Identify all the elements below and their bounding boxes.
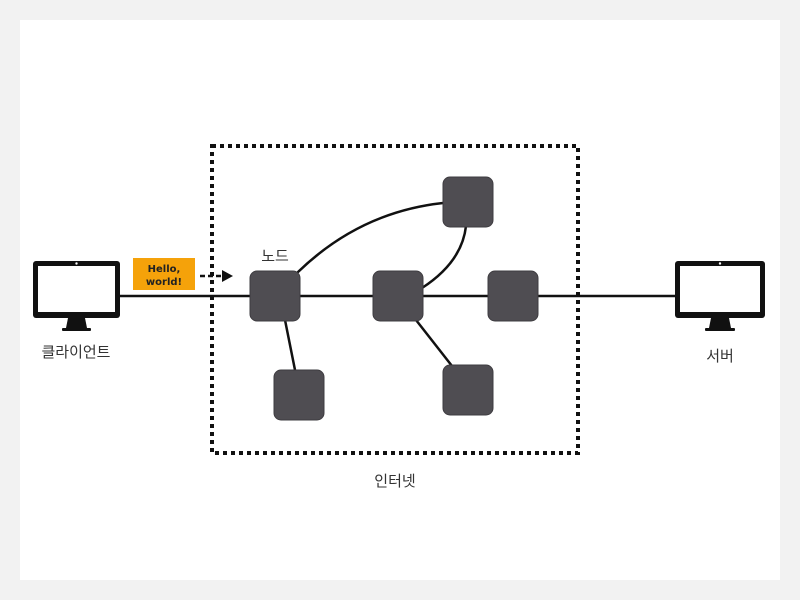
message-box — [133, 258, 195, 290]
message-line-1: Hello, — [148, 264, 181, 275]
server-label: 서버 — [706, 347, 734, 365]
arrow-right-icon — [200, 270, 233, 282]
link-top-node-node2 — [420, 224, 468, 290]
node-3 — [487, 270, 539, 322]
connection-lines — [118, 201, 677, 372]
node-bottom-right — [442, 364, 494, 416]
monitor-icon — [675, 261, 765, 331]
client-label: 클라이언트 — [41, 343, 110, 361]
internet-label: 인터넷 — [374, 472, 415, 490]
link-node1-bottom-left-node — [283, 318, 297, 372]
node-1 — [249, 270, 301, 322]
link-node2-bottom-right-node — [414, 318, 454, 368]
monitor-icon — [33, 261, 120, 331]
node-bottom-left — [273, 369, 325, 421]
internet-boundary — [210, 144, 580, 455]
message-line-2: world! — [146, 277, 182, 288]
node-top — [442, 176, 494, 228]
node-2 — [372, 270, 424, 322]
link-node1-top-node — [296, 201, 445, 274]
nodes — [249, 176, 539, 421]
node-label: 노드 — [261, 247, 289, 265]
